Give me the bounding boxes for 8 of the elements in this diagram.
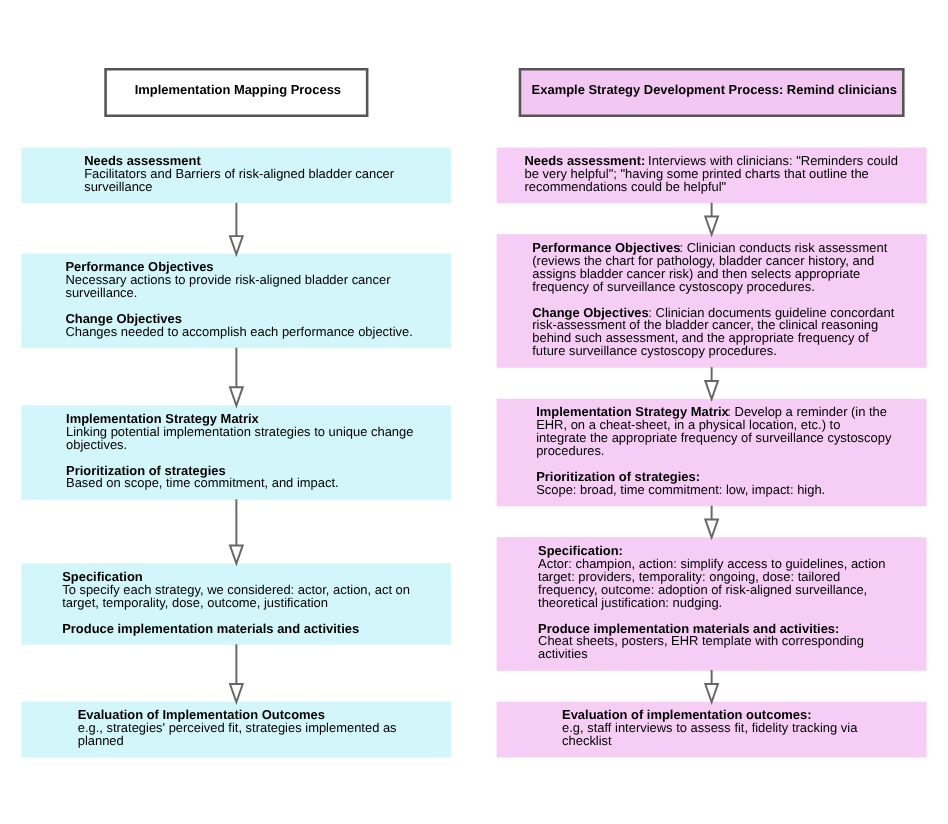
arrow — [228, 497, 245, 566]
arrow — [703, 503, 720, 540]
arrow — [228, 642, 245, 705]
arrow — [703, 668, 720, 705]
arrow — [703, 200, 720, 237]
arrow — [703, 365, 720, 401]
arrow — [228, 200, 245, 257]
arrow — [228, 345, 245, 408]
